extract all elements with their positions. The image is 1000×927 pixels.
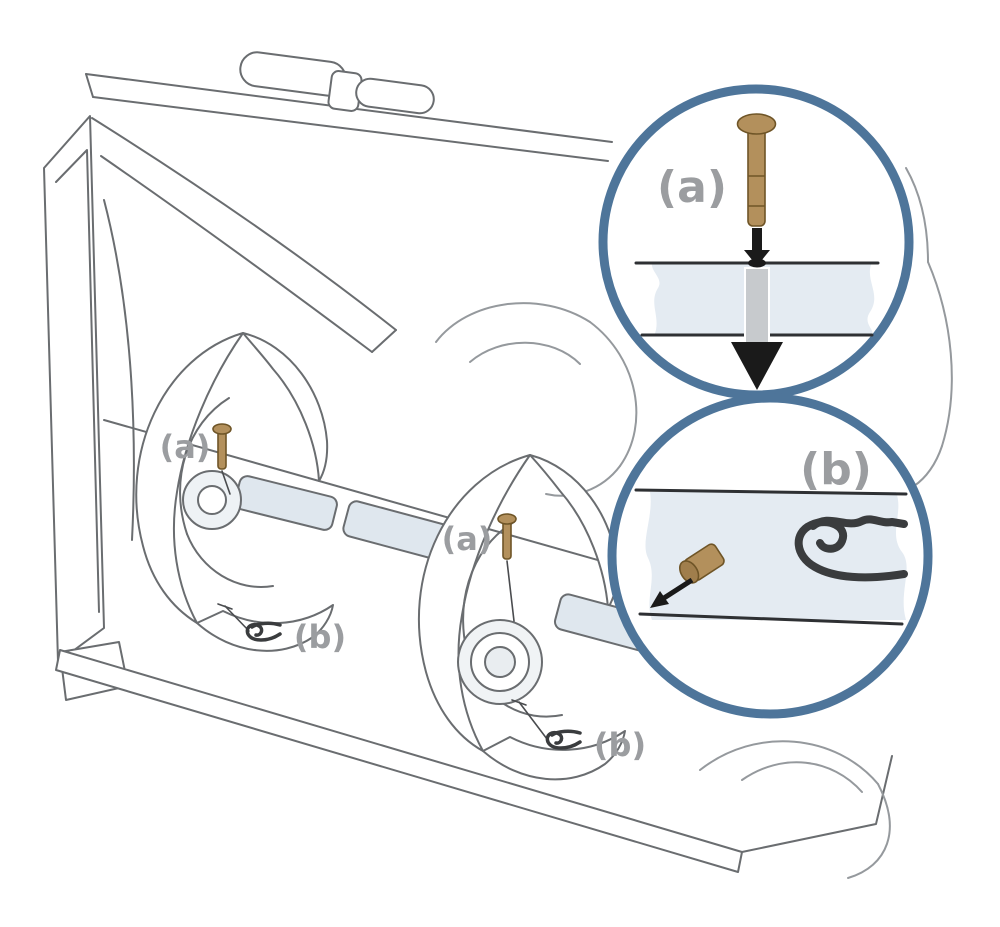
shear-pin-right (497, 513, 517, 622)
housing-top-edge-cap (85, 73, 94, 98)
hairpin-clip-leg (550, 729, 582, 737)
right-auger-blade (482, 730, 626, 781)
callout-a: (a) (598, 84, 914, 400)
bottom-right-auger (699, 740, 893, 879)
left-auger-spiral-line (179, 397, 230, 535)
hairpin-clip-detail (794, 515, 908, 582)
housing-top-edge-inner (92, 96, 609, 162)
shaft-bottom-line (638, 612, 904, 626)
housing-bottom-right-corner (741, 755, 893, 853)
far-flight-arc (699, 740, 879, 785)
shaft-cross-section (645, 492, 907, 620)
shear-pin-tip (679, 543, 725, 584)
far-auger-flights (435, 302, 638, 497)
hairpin-clip-right (511, 699, 582, 750)
hairpin-clip-loop (545, 730, 582, 750)
insert-direction-arrow-body (662, 577, 694, 601)
insert-direction-arrow-head (650, 591, 669, 608)
leader-line (224, 605, 250, 632)
left-auger-blade (242, 332, 329, 482)
label-a-right: (a) (442, 520, 493, 558)
left-auger-spiral-line (186, 533, 274, 588)
hairpin-clip-loop (794, 518, 908, 582)
housing-right-edge (913, 445, 943, 487)
hairpin-clip-left (217, 603, 282, 642)
shear-pin-body (217, 430, 227, 470)
shaft-top-line (634, 488, 908, 496)
right-auger-blade (529, 454, 619, 609)
left-auger (135, 332, 334, 652)
far-flight-arc (435, 302, 591, 343)
pin-insert-arrow-body (752, 228, 762, 252)
shear-pin-body (747, 127, 766, 227)
insert-down-arrow-body (744, 267, 770, 345)
housing-right-edge (927, 261, 953, 447)
handle-tube-right (355, 77, 435, 115)
hairpin-clip-leg (809, 515, 908, 530)
housing-interior-wedge-cap (371, 329, 397, 353)
far-flight-arc (469, 341, 581, 365)
right-auger (417, 454, 626, 781)
housing-inner-wall-curve (103, 199, 135, 541)
left-auger-hub-center (197, 485, 227, 515)
shear-pin-left (212, 423, 232, 495)
housing-interior-wedge-bottom (100, 155, 373, 353)
far-flight-arc (847, 783, 891, 879)
housing-left-panel (43, 115, 105, 663)
shear-pin-head (497, 513, 517, 525)
right-housing-edge (905, 167, 953, 487)
gearbox-boss-center (484, 646, 516, 678)
hairpin-clip-leg (250, 621, 282, 629)
leader-line (518, 701, 548, 740)
right-auger-blade (417, 454, 531, 752)
shear-pin-detail (736, 113, 777, 227)
shear-pin-head (212, 423, 232, 435)
callout-b-label: (b) (800, 444, 872, 495)
housing-bottom-edge (55, 649, 743, 873)
housing-left-panel-inner (55, 149, 100, 613)
housing-right-edge (905, 167, 929, 263)
far-flight-arc (741, 761, 863, 793)
housing-back-seam (103, 419, 641, 573)
insert-down-arrow-head (731, 342, 783, 390)
shear-pin-tip-cap (679, 560, 700, 584)
leader-line (506, 560, 515, 622)
far-flight-arc (589, 321, 638, 467)
leader-line (221, 470, 231, 495)
housing-interior-wedge-top (91, 117, 397, 331)
callout-a-label: (a) (657, 162, 727, 213)
pin-insert-arrow-head (744, 250, 770, 266)
callout-b: (b) (607, 393, 933, 719)
label-b-right: (b) (594, 726, 646, 764)
label-b-left: (b) (294, 618, 346, 656)
shear-pin-body (502, 520, 512, 560)
label-a-left: (a) (160, 428, 211, 466)
auger-housing (43, 51, 641, 701)
hairpin-clip-loop (245, 622, 282, 642)
shear-pin-head (736, 113, 777, 135)
